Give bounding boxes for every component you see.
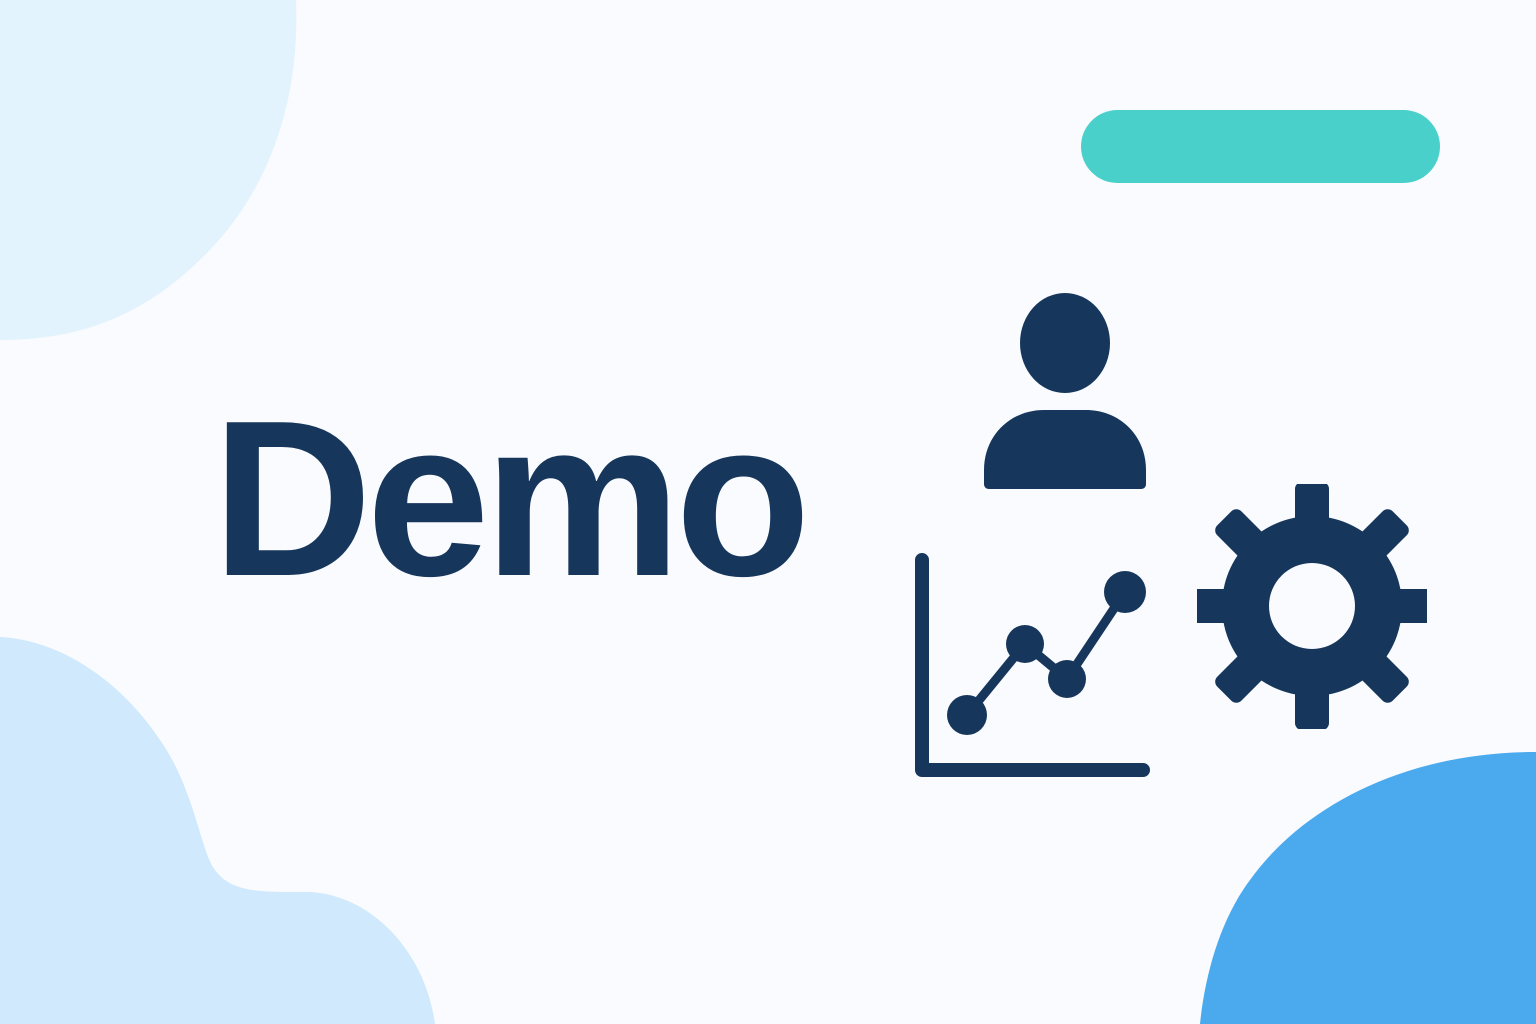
page-title: Demo: [212, 375, 811, 623]
accent-pill: [1081, 110, 1440, 183]
user-icon: [980, 290, 1150, 495]
bottom-right-blob: [1200, 752, 1536, 1024]
gear-icon: [1197, 484, 1427, 729]
top-left-blob: [0, 0, 297, 340]
line-chart-icon: [905, 550, 1160, 790]
bottom-left-blob: [0, 637, 435, 1024]
